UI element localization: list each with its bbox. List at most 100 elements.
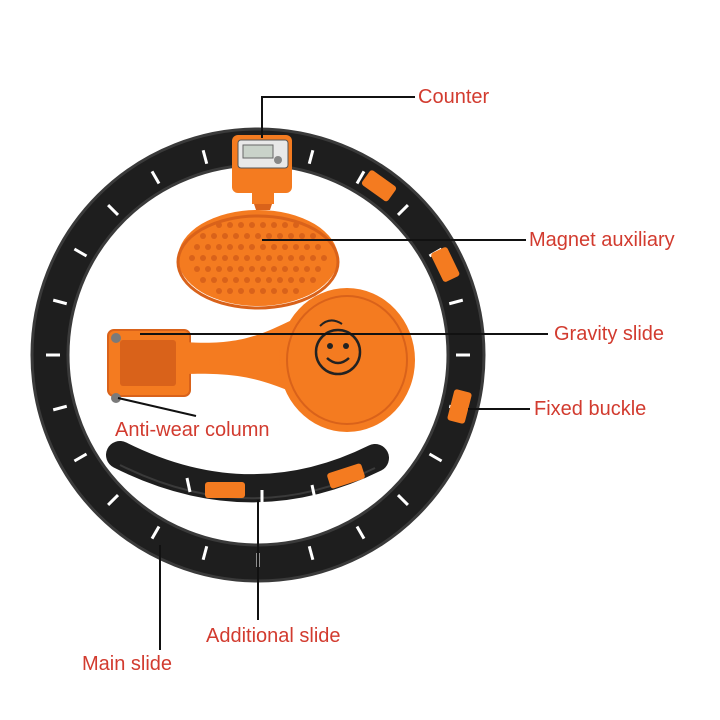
disc-dot — [249, 244, 255, 250]
ring-tick — [52, 404, 68, 412]
disc-dot — [310, 233, 316, 239]
disc-dot — [238, 266, 244, 272]
label-gravity-slide: Gravity slide — [554, 323, 665, 345]
disc-dot — [211, 277, 217, 283]
disc-dot — [222, 233, 228, 239]
ring-tick — [307, 545, 315, 561]
ring-tick — [52, 298, 68, 306]
disc-dot — [299, 255, 305, 261]
disc-dot — [249, 288, 255, 294]
disc-dot — [255, 233, 261, 239]
ring-tick — [150, 170, 161, 185]
additional-slide-buckle — [205, 482, 245, 498]
ring-tick — [107, 493, 120, 506]
disc-dot — [321, 255, 327, 261]
disc-dot — [189, 255, 195, 261]
disc-dot — [249, 266, 255, 272]
additional-slide-segment — [106, 441, 389, 504]
label-fixed-buckle: Fixed buckle — [534, 398, 647, 420]
fixed-buckle — [361, 170, 397, 202]
label-main-slide: Main slide — [82, 653, 173, 675]
ring-tick — [307, 149, 315, 165]
disc-dot — [194, 266, 200, 272]
disc-dot — [244, 255, 250, 261]
disc-dot — [194, 244, 200, 250]
disc-dot — [266, 233, 272, 239]
ring-tick — [201, 545, 209, 561]
gravity-slide-assembly — [107, 288, 415, 432]
disc-dot — [216, 244, 222, 250]
disc-dot — [310, 255, 316, 261]
disc-dot — [255, 255, 261, 261]
disc-dot — [255, 277, 261, 283]
magnet-auxiliary-disc — [176, 210, 340, 310]
ring-tick — [428, 452, 443, 463]
disc-dot — [227, 222, 233, 228]
leader-lines — [117, 96, 548, 650]
disc-dot — [293, 222, 299, 228]
ring-tick — [396, 204, 409, 217]
disc-dot — [238, 222, 244, 228]
disc-dot — [238, 244, 244, 250]
fixed-buckle-marks — [361, 170, 472, 424]
disc-dot — [205, 244, 211, 250]
disc-dot — [282, 244, 288, 250]
ring-tick — [201, 149, 209, 165]
ring-tick — [107, 204, 120, 217]
disc-dot — [222, 277, 228, 283]
label-magnet-auxiliary: Magnet auxiliary — [529, 229, 675, 251]
disc-dot — [277, 233, 283, 239]
disc-dot — [205, 266, 211, 272]
smiley-face — [314, 328, 362, 376]
disc-dot — [282, 222, 288, 228]
anti-wear-column-leader — [117, 397, 197, 417]
ring-tick — [355, 525, 366, 540]
ring-tick — [150, 525, 161, 540]
disc-dot — [271, 222, 277, 228]
disc-dot — [271, 288, 277, 294]
counter-leader — [261, 96, 415, 138]
disc-dot — [260, 266, 266, 272]
disc-dot — [288, 255, 294, 261]
disc-dot — [288, 277, 294, 283]
disc-dot — [222, 255, 228, 261]
disc-dot — [315, 244, 321, 250]
ring-tick — [355, 170, 366, 185]
disc-dot — [227, 266, 233, 272]
disc-dot — [260, 244, 266, 250]
disc-dot — [293, 288, 299, 294]
ring-tick — [448, 298, 464, 306]
disc-dot — [293, 244, 299, 250]
disc-dot — [266, 277, 272, 283]
disc-dot — [282, 288, 288, 294]
disc-dot — [233, 277, 239, 283]
label-counter: Counter — [418, 86, 490, 108]
disc-dot — [310, 277, 316, 283]
disc-dot — [233, 255, 239, 261]
disc-dot — [200, 233, 206, 239]
disc-dot — [216, 222, 222, 228]
disc-dot — [277, 277, 283, 283]
counter-device — [232, 135, 292, 218]
disc-dot — [216, 266, 222, 272]
disc-dot — [282, 266, 288, 272]
disc-dot — [227, 288, 233, 294]
disc-dot — [200, 255, 206, 261]
disc-dot — [244, 277, 250, 283]
disc-dot — [304, 244, 310, 250]
disc-dot — [244, 233, 250, 239]
disc-dot — [227, 244, 233, 250]
ring-tick — [73, 452, 88, 463]
disc-dot — [200, 277, 206, 283]
ring-tick — [396, 493, 409, 506]
disc-dot — [271, 244, 277, 250]
disc-dot — [260, 288, 266, 294]
disc-dot — [216, 288, 222, 294]
ring-tick — [73, 247, 88, 258]
label-additional-slide: Additional slide — [206, 625, 341, 647]
disc-dot — [299, 277, 305, 283]
fixed-buckle — [447, 389, 472, 424]
label-anti-wear-column: Anti-wear column — [115, 419, 270, 441]
